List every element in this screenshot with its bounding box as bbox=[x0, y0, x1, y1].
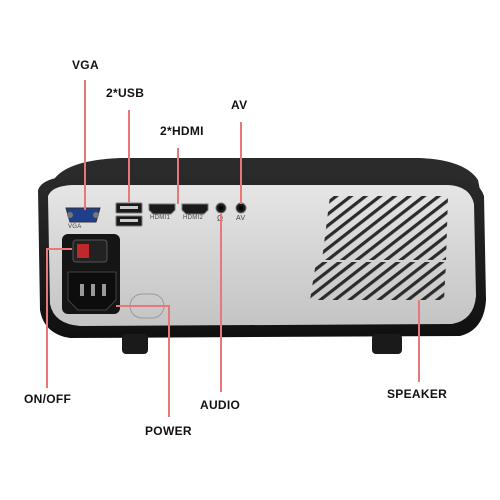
leader-usb bbox=[128, 110, 130, 202]
panel-text-av: AV bbox=[236, 215, 246, 222]
leader-power-h bbox=[116, 305, 168, 307]
label-on-off: ON/OFF bbox=[24, 392, 72, 406]
label-power: POWER bbox=[145, 424, 192, 438]
hdmi-port-2 bbox=[181, 203, 209, 215]
leader-audio bbox=[220, 214, 222, 392]
leader-hdmi bbox=[177, 148, 179, 204]
label-av: AV bbox=[231, 98, 248, 112]
panel-text-hdmi1: HDMI1 bbox=[150, 215, 171, 221]
speaker-grille-bottom bbox=[310, 262, 446, 300]
leader-power bbox=[168, 305, 170, 417]
hdmi-port-1 bbox=[148, 203, 176, 215]
label-usb: 2*USB bbox=[106, 86, 145, 100]
leader-vga bbox=[84, 80, 86, 210]
label-hdmi: 2*HDMI bbox=[160, 124, 204, 138]
panel-text-hdmi2: HDMI2 bbox=[183, 215, 204, 221]
switch-red-marker bbox=[77, 244, 89, 258]
leader-on-off bbox=[46, 248, 48, 388]
leader-speaker bbox=[418, 300, 420, 382]
leader-on-off-h bbox=[46, 248, 72, 250]
leader-av bbox=[240, 122, 242, 204]
panel-text-vga: VGA bbox=[68, 224, 82, 230]
label-audio: AUDIO bbox=[200, 398, 241, 412]
label-speaker: SPEAKER bbox=[387, 387, 448, 401]
speaker-grille-top bbox=[322, 196, 448, 260]
front-foot-left bbox=[122, 334, 148, 354]
front-foot-right bbox=[372, 334, 402, 354]
label-vga: VGA bbox=[72, 58, 99, 72]
panel-text-audio-symbol: Ω bbox=[217, 214, 223, 223]
